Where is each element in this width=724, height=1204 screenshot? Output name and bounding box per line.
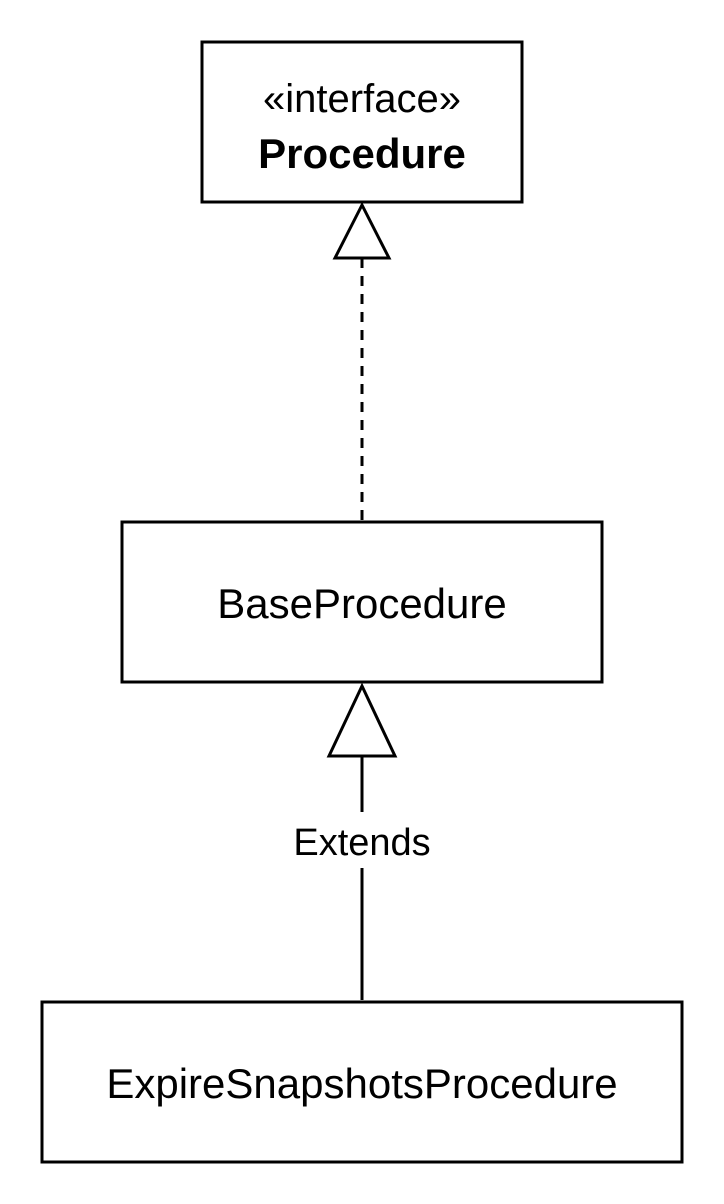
base-procedure-name-label: BaseProcedure: [217, 580, 507, 627]
interface-stereotype-label: «interface»: [263, 77, 461, 121]
interface-procedure-box: [200, 40, 524, 204]
extends-edge-label: Extends: [293, 822, 430, 864]
expire-snapshots-procedure-box: [40, 1000, 684, 1164]
base-procedure-node[interactable]: BaseProcedure: [120, 520, 604, 684]
expire-snapshots-procedure-name-label: ExpireSnapshotsProcedure: [106, 1060, 617, 1107]
realization-hollow-arrowhead: [332, 201, 392, 260]
extends-hollow-arrowhead: [326, 682, 398, 758]
expire-snapshots-procedure-node[interactable]: ExpireSnapshotsProcedure: [40, 1000, 684, 1164]
interface-name-label: Procedure: [258, 130, 466, 177]
base-procedure-box: [120, 520, 604, 684]
extends-edge: Extends: [293, 682, 431, 1000]
realization-edge: [332, 201, 392, 520]
interface-procedure-node[interactable]: «interface» Procedure: [200, 40, 524, 204]
